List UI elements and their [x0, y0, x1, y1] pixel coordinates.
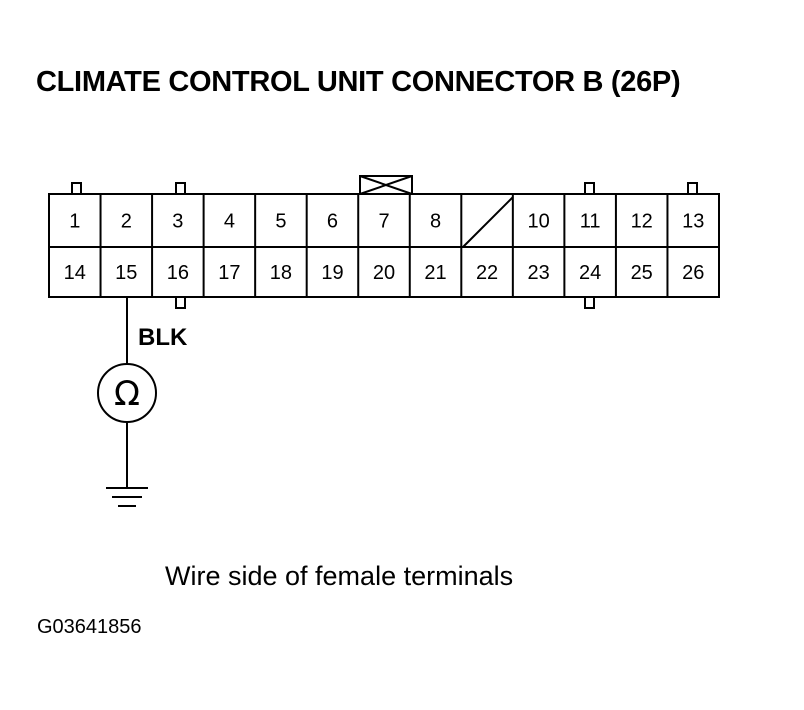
- terminal-25-label: 25: [631, 262, 653, 284]
- terminal-24-label: 24: [579, 262, 601, 284]
- diagram-caption: Wire side of female terminals: [165, 561, 514, 591]
- terminal-11-label: 11: [580, 211, 601, 233]
- terminal-1-label: 1: [69, 211, 80, 233]
- terminal-19-label: 19: [321, 262, 343, 284]
- terminal-15-label: 15: [115, 262, 137, 284]
- connector-key-icon: [359, 175, 413, 195]
- terminal-4-label: 4: [224, 211, 235, 233]
- terminal-6-label: 6: [327, 211, 338, 233]
- terminal-13-label: 13: [682, 211, 704, 233]
- terminal-23-label: 23: [527, 262, 549, 284]
- connector-bottom-tabs: [175, 297, 595, 309]
- terminal-3-label: 3: [172, 211, 183, 233]
- test-wire: [97, 297, 157, 488]
- terminal-8-label: 8: [430, 211, 441, 233]
- terminal-5-label: 5: [275, 211, 286, 233]
- cell-dividers: [99, 194, 669, 297]
- ohmmeter-symbol: Ω: [114, 374, 140, 414]
- terminal-20-label: 20: [373, 262, 395, 284]
- terminal-17-label: 17: [218, 262, 240, 284]
- terminal-14-label: 14: [64, 262, 86, 284]
- connector-top-tabs: [71, 182, 698, 194]
- terminal-12-label: 12: [631, 211, 653, 233]
- terminal-7-label: 7: [378, 211, 389, 233]
- terminal-26-label: 26: [682, 262, 704, 284]
- terminal-21-label: 21: [424, 262, 446, 284]
- ground-icon: [106, 487, 148, 507]
- terminal-16-label: 16: [167, 262, 189, 284]
- terminal-18-label: 18: [270, 262, 292, 284]
- terminal-22-label: 22: [476, 262, 498, 284]
- terminal-10-label: 10: [527, 211, 549, 233]
- figure-id: G03641856: [37, 616, 142, 638]
- wire-color-label: BLK: [138, 324, 188, 351]
- diagram-title: CLIMATE CONTROL UNIT CONNECTOR B (26P): [36, 66, 681, 98]
- terminal-2-label: 2: [121, 211, 132, 233]
- unused-cavity-slash: [462, 196, 514, 248]
